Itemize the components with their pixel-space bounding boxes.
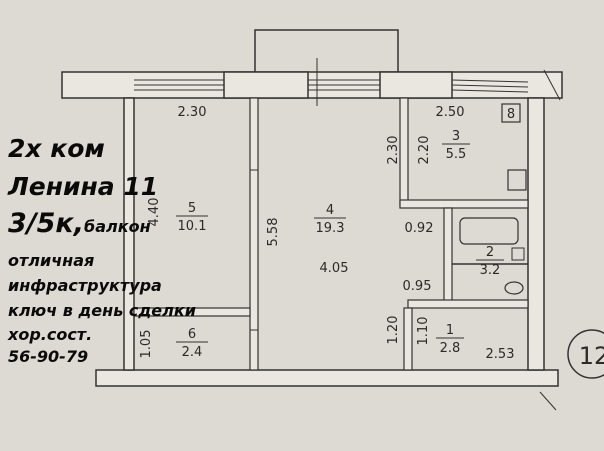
room-area: 19.3 <box>316 221 345 236</box>
dim-room5-height: 4.40 <box>147 198 162 227</box>
dim-corridor-height: 1.20 <box>386 316 401 345</box>
room-area: 2.8 <box>440 341 461 356</box>
dim-room6-height: 1.05 <box>139 330 154 359</box>
room-3: 3 5.5 <box>442 129 470 162</box>
room-area: 5.5 <box>446 147 467 162</box>
wall-room6-top <box>133 307 251 317</box>
dim-room3-height: 2.20 <box>417 136 432 165</box>
wall-wc-top <box>407 299 529 309</box>
axis-marker-label: 12 <box>579 342 604 370</box>
ad-keys: ключ в день сделки <box>8 301 196 320</box>
wall-wc-left <box>403 307 413 371</box>
room-area: 2.4 <box>182 345 203 360</box>
ad-infra-line2: инфраструктура <box>8 276 162 295</box>
right-wall <box>527 97 545 371</box>
dim-bathroom-width: 0.92 <box>405 221 434 236</box>
left-wall <box>123 97 135 371</box>
wall-bath-left <box>443 207 453 305</box>
ad-floor-value: 3/5к, <box>8 208 85 239</box>
room-6: 6 2.4 <box>176 327 208 360</box>
toilet-icon <box>504 281 524 295</box>
dim-room4-width: 4.05 <box>320 261 349 276</box>
dim-room3-width: 2.50 <box>436 105 465 120</box>
ad-phone: 56-90-79 <box>8 347 89 366</box>
sink-icon <box>511 247 525 261</box>
kitchen-box-marker <box>501 103 521 123</box>
window-left <box>134 79 224 91</box>
bottom-wall <box>95 369 559 387</box>
room-5: 5 10.1 <box>176 201 208 234</box>
ad-infra-line1: отличная <box>8 251 95 270</box>
room-number: 5 <box>188 201 196 216</box>
room-number: 4 <box>326 203 334 218</box>
room-number: 1 <box>446 323 454 338</box>
window-right <box>451 79 529 93</box>
room-number: 2 <box>486 245 494 260</box>
room-1: 1 2.8 <box>436 323 464 356</box>
window-center-left <box>223 71 309 99</box>
wall-rooms-5-4 <box>249 97 259 371</box>
ad-street: Ленина 11 <box>8 172 159 201</box>
kitchen-box-label: 8 <box>507 107 515 122</box>
room-4: 4 19.3 <box>314 203 346 236</box>
room-2: 2 3.2 <box>476 245 504 278</box>
ad-condition: хор.сост. <box>8 325 93 344</box>
dim-room4-left-height: 5.58 <box>266 218 281 247</box>
dim-room1-width: 2.53 <box>486 347 515 362</box>
room-number: 3 <box>452 129 460 144</box>
axis-tick-top <box>543 69 561 101</box>
dim-room1-height: 1.10 <box>416 317 431 346</box>
stove-icon <box>507 169 527 191</box>
dim-room4-right-height: 2.30 <box>386 136 401 165</box>
balcony-outline <box>254 29 399 74</box>
ad-floor-suffix: балкон <box>84 217 151 236</box>
room-number: 6 <box>188 327 196 342</box>
wall-room3-left <box>399 97 409 207</box>
window-center <box>308 58 380 106</box>
room-area: 10.1 <box>178 219 207 234</box>
dim-room5-width: 2.30 <box>178 105 207 120</box>
ad-title: 2х ком <box>8 134 105 163</box>
axis-marker-circle <box>567 329 604 379</box>
wall-room3-bottom <box>399 199 529 209</box>
room-area: 3.2 <box>480 263 501 278</box>
ad-floor: 3/5к,балкон <box>8 208 151 239</box>
axis-tick-bottom <box>539 391 557 411</box>
bathtub-icon <box>459 217 519 245</box>
dim-hall-width: 0.95 <box>403 279 432 294</box>
window-center-right <box>379 71 453 99</box>
